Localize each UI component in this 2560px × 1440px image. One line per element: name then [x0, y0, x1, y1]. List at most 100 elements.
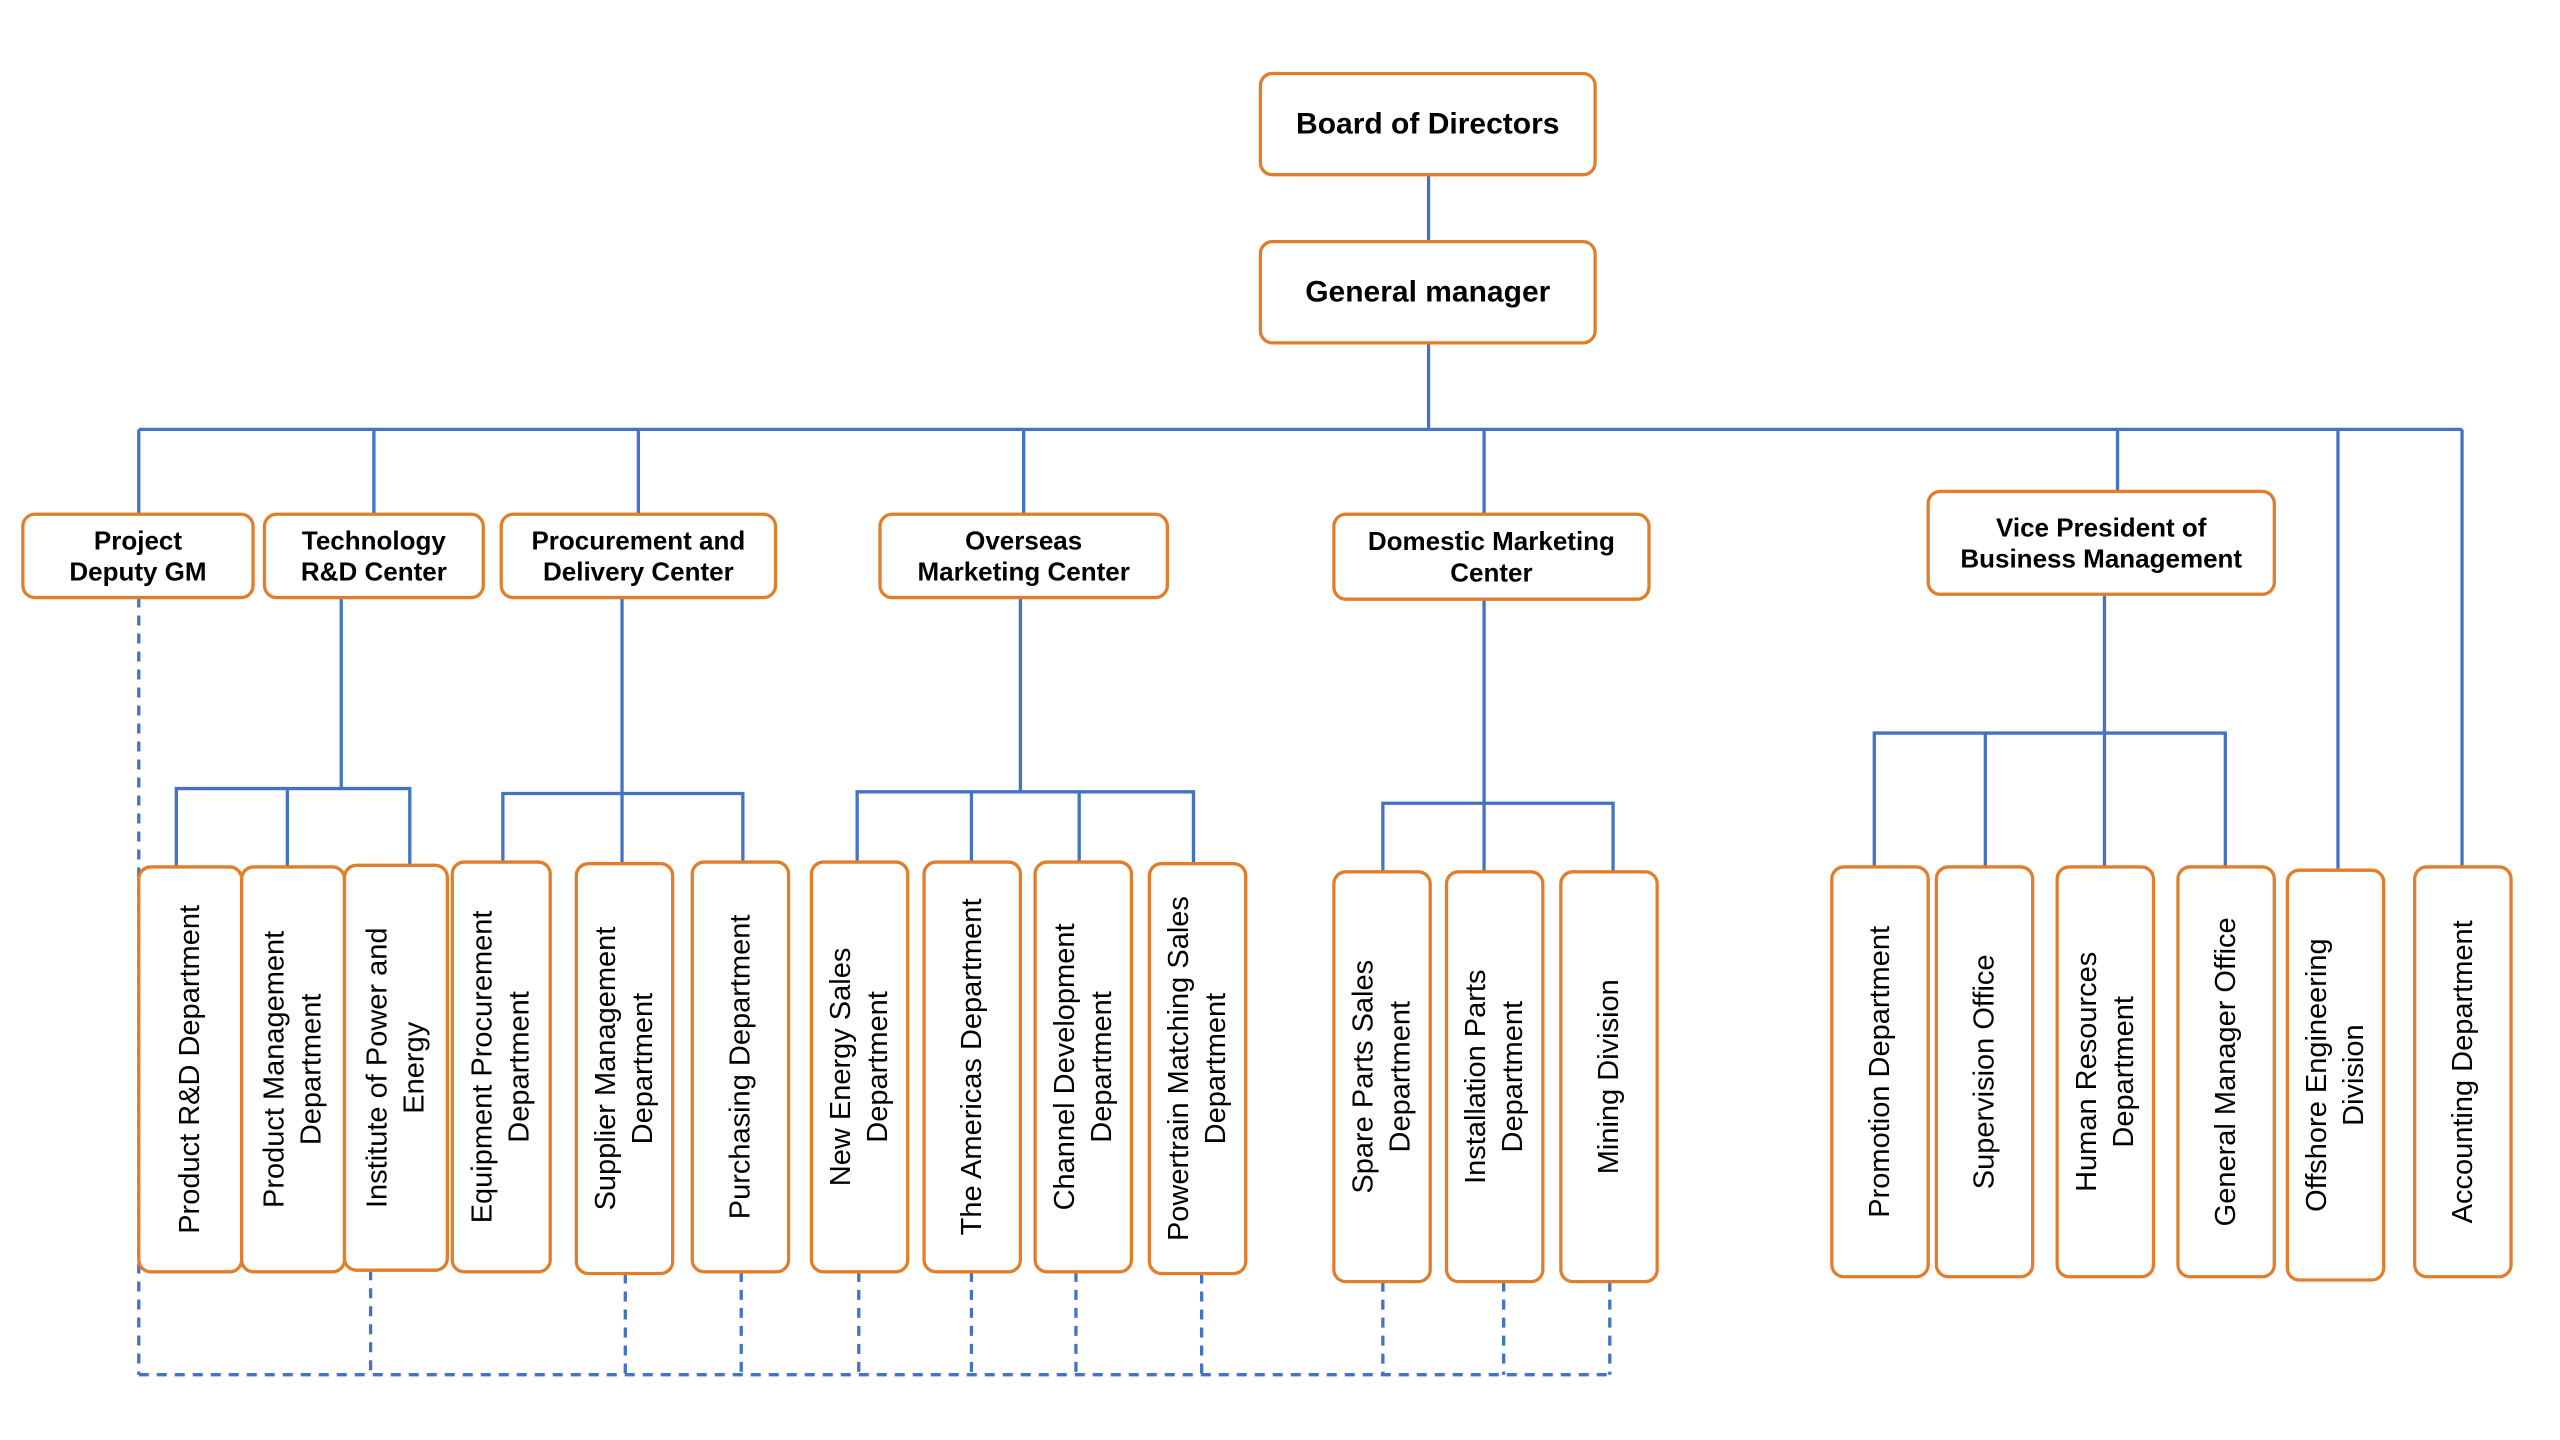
node-gm: General manager [1258, 239, 1597, 345]
vertical-label: General Manager Office [2210, 917, 2242, 1226]
node-label: Department [1200, 993, 1232, 1145]
vertical-label: Supervision Office [1968, 954, 2000, 1189]
node-label: Department [1497, 1001, 1529, 1153]
node-box [574, 862, 675, 1276]
vertical-label: Mining Division [1593, 979, 1625, 1174]
node-label: Domestic Marketing [1368, 526, 1615, 556]
node-box [450, 860, 552, 1274]
vertical-label: Purchasing Department [724, 915, 756, 1220]
node-box [1258, 239, 1597, 345]
node-label: General manager [1305, 276, 1550, 309]
node-label: Vice President of [1996, 512, 2207, 542]
node-label: Offshore Engineering [2301, 938, 2333, 1212]
node-label: Procurement and [531, 525, 745, 555]
node-label: New Energy Sales [825, 948, 857, 1187]
node-box [262, 512, 485, 600]
node-tad: The Americas Department [922, 860, 1023, 1274]
connector-lines [137, 174, 2464, 872]
node-label: Spare Parts Sales [1348, 960, 1380, 1194]
node-label: Deputy GM [69, 557, 206, 587]
node-box [1258, 71, 1597, 177]
node-label: Promotion Department [1864, 926, 1896, 1218]
node-label: Technology [302, 525, 447, 555]
node-box [1033, 860, 1134, 1274]
node-box [499, 512, 778, 600]
node-label: Supervision Office [1968, 954, 2000, 1189]
node-box [2285, 868, 2386, 1282]
node-box [239, 865, 347, 1274]
node-label: R&D Center [301, 557, 447, 587]
node-label: Delivery Center [543, 557, 734, 587]
node-label: Channel Development [1049, 923, 1081, 1210]
node-label: Department [504, 991, 536, 1143]
node-label: Installation Parts [1460, 970, 1492, 1184]
node-pud: Purchasing Department [690, 860, 791, 1274]
node-label: Product R&D Department [174, 905, 206, 1234]
node-label: Powertrain Matching Sales [1163, 896, 1195, 1241]
node-box [1934, 865, 2035, 1279]
node-label: Accounting Department [2447, 920, 2479, 1223]
node-acd: Accounting Department [2413, 865, 2513, 1279]
vertical-label: Promotion Department [1864, 926, 1896, 1218]
node-label: Institute of Power and [361, 928, 393, 1209]
node-gmo: General Manager Office [2176, 865, 2276, 1279]
node-label: Department [862, 991, 894, 1143]
node-prd: Product R&D Department [137, 865, 244, 1274]
node-label: Human Resources [2071, 952, 2103, 1192]
node-box [1147, 862, 1248, 1276]
node-box [1559, 870, 1659, 1284]
node-label: Center [1450, 557, 1532, 587]
node-label: Purchasing Department [724, 915, 756, 1220]
node-box [1332, 870, 1432, 1284]
node-label: Product Management [259, 931, 291, 1208]
link-vp-bus [1872, 731, 2227, 867]
node-label: Department [296, 994, 328, 1146]
node-label: Overseas [965, 525, 1082, 555]
node-box [878, 512, 1169, 600]
vertical-label: Product R&D Department [174, 905, 206, 1234]
node-box [2055, 865, 2156, 1279]
node-box [2413, 865, 2513, 1279]
vertical-label: The Americas Department [956, 899, 988, 1236]
node-mid: Mining Division [1559, 870, 1659, 1284]
node-box [1926, 489, 2276, 596]
node-label: Department [2108, 996, 2140, 1148]
vertical-label: Accounting Department [2447, 920, 2479, 1223]
node-label: Marketing Center [917, 557, 1129, 587]
node-board: Board of Directors [1258, 71, 1597, 177]
node-box [342, 863, 449, 1272]
node-box [1332, 512, 1651, 601]
node-label: Department [627, 993, 659, 1145]
node-label: Board of Directors [1296, 108, 1559, 141]
node-label: The Americas Department [956, 899, 988, 1236]
node-prm: Promotion Department [1830, 865, 1930, 1279]
node-label: Equipment Procurement [467, 911, 499, 1224]
node-label: Division [2338, 1024, 2370, 1126]
node-box [922, 860, 1023, 1274]
link-overseas-bus [855, 790, 1196, 864]
